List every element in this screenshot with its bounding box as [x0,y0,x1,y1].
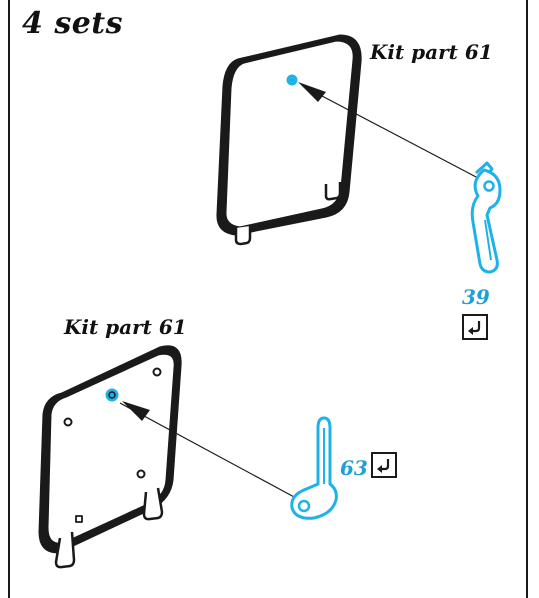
frame-right-border [526,0,528,598]
attach-arrow-icon [468,321,481,335]
attach-hole-bottom-ring [108,391,116,399]
kit-part-label-top: Kit part 61 [370,40,493,64]
attach-arrow-icon [377,459,390,473]
panel-bottom [38,345,182,554]
attach-box-63[interactable] [371,452,397,478]
attach-hole-top [286,74,298,86]
guide-line-bottom [119,402,297,499]
part-number-39: 39 [462,285,490,309]
sets-heading: 4 sets [22,6,124,41]
panel-bottom-feet [54,487,164,569]
part-63 [290,416,338,520]
attach-hole-bottom [105,388,119,402]
arrowhead-top [298,82,326,102]
frame-left-border [8,0,10,598]
attach-box-39[interactable] [462,314,488,340]
panel-top-feet [234,182,342,246]
part-39 [470,161,502,274]
arrowhead-bottom [122,401,150,421]
part-number-63: 63 [340,456,368,480]
guide-line-top [302,85,479,179]
panel-top [216,34,362,236]
kit-part-label-bottom: Kit part 61 [64,315,187,339]
